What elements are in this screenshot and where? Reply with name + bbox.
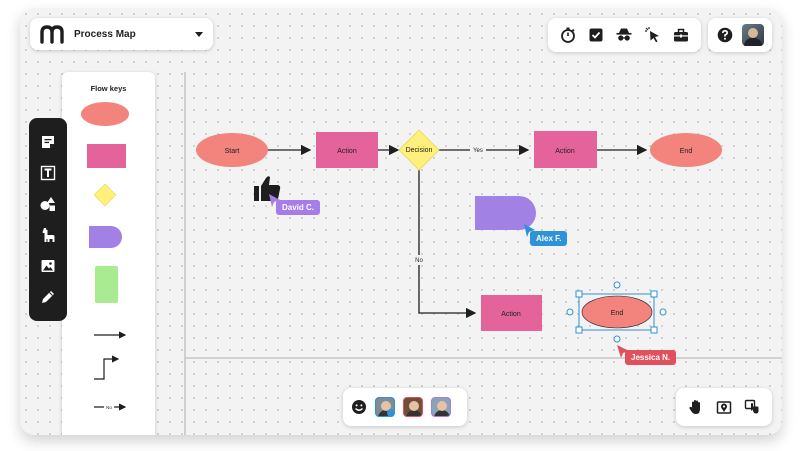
- collaborator-avatar-3[interactable]: [431, 397, 451, 417]
- svg-text:Action: Action: [555, 148, 575, 155]
- canvas-drawing: Yes No Start Action Decision Action End: [184, 72, 782, 435]
- miro-logo-icon: [40, 25, 64, 44]
- text-icon[interactable]: [40, 165, 56, 181]
- emoji-reaction-icon[interactable]: [351, 399, 367, 415]
- cursor-alex-icon: [524, 224, 535, 237]
- resize-handle-bl[interactable]: [575, 326, 583, 334]
- cursor-jessica-icon: [617, 345, 629, 358]
- spy-icon[interactable]: [616, 27, 632, 43]
- svg-text:Decision: Decision: [406, 147, 433, 154]
- key-delay-shape[interactable]: [89, 226, 122, 248]
- key-arrow-label: No: [106, 405, 112, 410]
- svg-text:Start: Start: [225, 148, 240, 155]
- view-controls: [676, 388, 772, 426]
- creation-toolbar: [29, 118, 67, 321]
- edge-decision-action-no[interactable]: [418, 168, 477, 319]
- node-action-2[interactable]: Action: [534, 131, 597, 168]
- key-tall-rectangle-shape[interactable]: [95, 266, 118, 303]
- follow-icon[interactable]: [744, 399, 760, 415]
- key-rectangle-shape[interactable]: [87, 144, 126, 168]
- connector-handle-right[interactable]: [659, 308, 667, 316]
- image-icon[interactable]: [40, 258, 56, 274]
- llama-icon[interactable]: [40, 227, 56, 243]
- node-delay-shape[interactable]: [475, 196, 536, 230]
- connector-handle-bottom[interactable]: [613, 335, 621, 343]
- collaborator-avatar-1[interactable]: [375, 397, 395, 417]
- chevron-down-icon: [195, 31, 203, 37]
- node-action-3[interactable]: Action: [481, 295, 542, 331]
- help-icon[interactable]: [717, 27, 733, 43]
- edge-label-no: No: [415, 258, 423, 264]
- hand-icon[interactable]: [688, 399, 704, 415]
- help-account-card: [708, 18, 772, 52]
- collaboration-bar: [343, 388, 467, 426]
- toolbox-icon[interactable]: [673, 27, 689, 43]
- board-title-dropdown[interactable]: Process Map: [30, 18, 213, 50]
- resize-handle-br[interactable]: [650, 326, 658, 334]
- edge-label-yes: Yes: [473, 148, 483, 154]
- connector-handle-top[interactable]: [613, 281, 621, 289]
- cursor-sparkle-icon[interactable]: [644, 27, 661, 43]
- key-diamond-shape[interactable]: [93, 183, 117, 207]
- key-oval-shape[interactable]: [81, 102, 129, 126]
- svg-text:End: End: [611, 310, 624, 317]
- flow-keys-title: Flow keys: [90, 84, 127, 93]
- node-action-1[interactable]: Action: [316, 132, 378, 168]
- thumbs-up-icon[interactable]: [254, 176, 281, 201]
- checkbox-icon[interactable]: [588, 27, 604, 43]
- collaborator-tag-jessica: Jessica N.: [625, 350, 677, 365]
- node-decision[interactable]: Decision: [398, 129, 440, 171]
- map-pin-icon[interactable]: [716, 399, 732, 415]
- resize-handle-tr[interactable]: [650, 290, 658, 298]
- connector-handle-left[interactable]: [566, 308, 574, 316]
- timer-icon[interactable]: [560, 27, 576, 43]
- cursor-david-icon: [269, 194, 280, 207]
- node-end-1[interactable]: End: [650, 133, 722, 167]
- top-toolbar: [548, 18, 701, 52]
- collaborator-avatar-2[interactable]: [403, 397, 423, 417]
- svg-text:End: End: [680, 148, 693, 155]
- node-start[interactable]: Start: [196, 133, 268, 167]
- flow-keys-shapes: No: [81, 102, 129, 411]
- user-avatar[interactable]: [741, 24, 764, 46]
- flow-keys-panel: Flow keys No: [62, 72, 155, 435]
- node-end-2-selected[interactable]: End: [566, 281, 667, 343]
- star-badge-icon: [387, 409, 394, 416]
- pencil-icon[interactable]: [40, 289, 56, 305]
- svg-text:Action: Action: [337, 148, 357, 155]
- svg-text:Action: Action: [501, 311, 521, 318]
- resize-handle-tl[interactable]: [575, 290, 583, 298]
- shapes-icon[interactable]: [40, 196, 56, 212]
- collaborator-tag-alex: Alex F.: [530, 231, 568, 246]
- board-title: Process Map: [74, 28, 136, 40]
- key-elbow-arrow[interactable]: [94, 355, 120, 380]
- sticky-note-icon[interactable]: [40, 134, 56, 150]
- whiteboard-canvas[interactable]: Yes No Start Action Decision Action End: [20, 8, 782, 435]
- collaborator-tag-david: David C.: [276, 200, 321, 215]
